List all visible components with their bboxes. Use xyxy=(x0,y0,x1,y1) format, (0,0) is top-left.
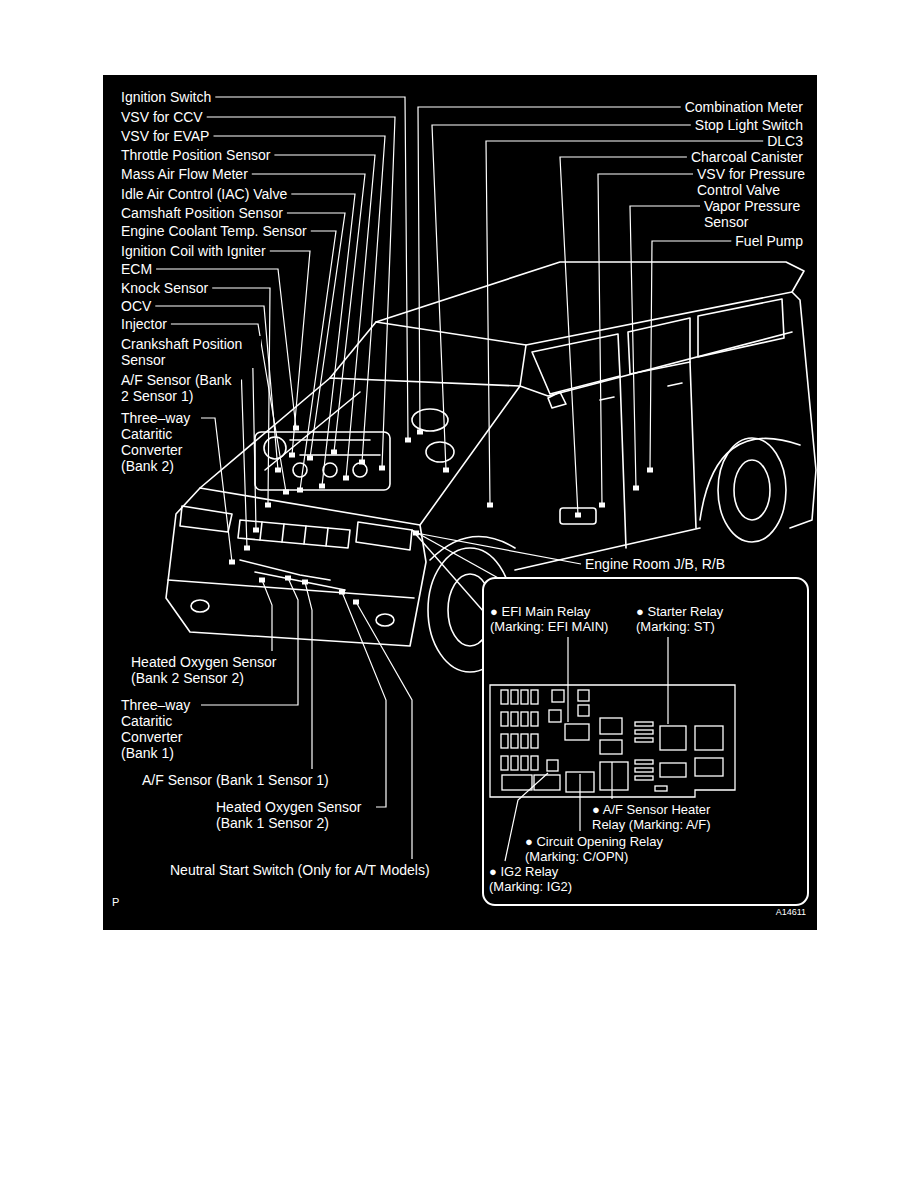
part-label: Combination Meter xyxy=(685,99,803,115)
relay-label: ● EFI Main Relay (Marking: EFI MAIN) xyxy=(490,604,632,634)
part-label: Neutral Start Switch (Only for A/T Model… xyxy=(170,862,430,878)
component-mark xyxy=(413,531,419,536)
part-label: Fuel Pump xyxy=(735,233,803,249)
component-mark xyxy=(259,578,265,583)
component-mark xyxy=(297,488,303,493)
leader-line xyxy=(418,107,681,432)
component-mark xyxy=(417,430,423,435)
component-mark xyxy=(253,528,259,533)
component-mark xyxy=(405,438,411,443)
component-mark xyxy=(353,600,359,605)
component-mark xyxy=(302,580,308,585)
leader-line xyxy=(611,762,612,799)
component-mark xyxy=(275,468,281,473)
component-mark xyxy=(289,453,295,458)
inset-frame xyxy=(483,578,808,905)
relay-label: ● Circuit Opening Relay (Marking: C/OPN) xyxy=(525,834,697,864)
part-label: Ignition Switch xyxy=(121,89,211,105)
component-mark xyxy=(359,460,365,465)
relay-label: ● Starter Relay (Marking: ST) xyxy=(636,604,748,634)
component-mark xyxy=(647,468,653,473)
car-outline xyxy=(166,262,816,672)
figure-id: A14611 xyxy=(776,907,806,918)
part-label: A/F Sensor (Bank 2 Sensor 1) xyxy=(121,372,241,404)
component-mark xyxy=(229,560,235,565)
part-label: Engine Room J/B, R/B xyxy=(585,556,725,572)
leader-line xyxy=(560,157,687,515)
component-mark xyxy=(633,486,639,491)
part-label: Charcoal Canister xyxy=(691,149,803,165)
leader-line xyxy=(270,251,310,455)
relay-label: ● IG2 Relay (Marking: IG2) xyxy=(489,864,599,894)
component-mark xyxy=(319,484,325,489)
leader-line xyxy=(567,637,568,722)
part-label: VSV for EVAP xyxy=(121,128,209,144)
part-label: DLC3 xyxy=(767,133,803,149)
leader-line xyxy=(579,774,580,831)
component-mark xyxy=(339,590,345,595)
leader-line xyxy=(630,206,700,488)
component-mark xyxy=(575,513,581,518)
part-label: Ignition Coil with Igniter xyxy=(121,243,266,259)
relay-label: ● A/F Sensor Heater Relay (Marking: A/F) xyxy=(592,802,742,832)
leader-line xyxy=(300,231,336,490)
part-label: VSV for CCV xyxy=(121,109,203,125)
component-mark xyxy=(331,450,337,455)
part-label: Throttle Position Sensor xyxy=(121,147,270,163)
component-mark xyxy=(487,503,493,508)
component-mark xyxy=(283,490,289,495)
component-mark xyxy=(379,466,385,471)
leader-line xyxy=(598,174,693,505)
leader-line xyxy=(305,582,312,769)
component-mark xyxy=(443,468,449,473)
part-label: OCV xyxy=(121,298,151,314)
part-label: Heated Oxygen Sensor (Bank 2 Sensor 2) xyxy=(131,654,291,686)
part-label: Stop Light Switch xyxy=(695,117,803,133)
part-label: Mass Air Flow Meter xyxy=(121,166,248,182)
part-label: Idle Air Control (IAC) Valve xyxy=(121,186,287,202)
leader-line xyxy=(262,580,272,651)
part-label: A/F Sensor (Bank 1 Sensor 1) xyxy=(142,772,329,788)
part-label: Three–way Cataritic Converter (Bank 2) xyxy=(121,410,201,474)
component-mark xyxy=(293,426,299,431)
leader-line xyxy=(342,592,386,807)
panel-ground xyxy=(103,75,817,930)
part-label: Knock Sensor xyxy=(121,280,208,296)
leader-line xyxy=(667,637,668,724)
leader-line xyxy=(246,344,256,530)
part-label: Crankshaft Position Sensor xyxy=(121,336,261,368)
component-mark xyxy=(599,503,605,508)
corner-mark: P xyxy=(112,896,119,909)
part-label: Three–way Cataritic Converter (Bank 1) xyxy=(121,697,201,761)
component-mark xyxy=(307,456,313,461)
part-label: Injector xyxy=(121,316,167,332)
component-mark xyxy=(343,476,349,481)
component-mark xyxy=(265,503,271,508)
leader-line xyxy=(416,533,581,564)
part-label: Vapor Pressure Sensor xyxy=(704,198,814,230)
part-label: Engine Coolant Temp. Sensor xyxy=(121,223,307,239)
leader-line xyxy=(650,241,731,470)
part-label: Heated Oxygen Sensor (Bank 1 Sensor 2) xyxy=(216,799,376,831)
component-mark xyxy=(244,546,250,551)
part-label: Camshaft Position Sensor xyxy=(121,205,283,221)
part-label: ECM xyxy=(121,261,152,277)
component-mark xyxy=(285,576,291,581)
part-label: VSV for Pressure Control Valve xyxy=(697,166,817,198)
leader-line xyxy=(214,136,386,462)
leader-line xyxy=(236,380,248,548)
